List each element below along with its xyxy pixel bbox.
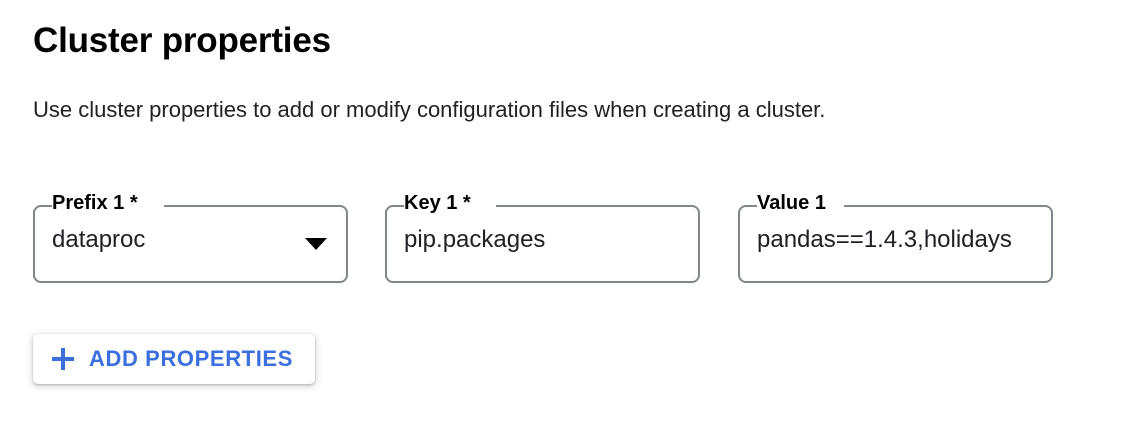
value-1-label: Value 1 (757, 192, 826, 214)
chevron-down-icon[interactable] (305, 238, 327, 250)
key-1-input[interactable]: pip.packages (404, 226, 546, 253)
add-properties-button[interactable]: ADD PROPERTIES (33, 334, 315, 384)
key-1-label: Key 1 * (404, 192, 471, 214)
add-properties-label: ADD PROPERTIES (89, 346, 293, 371)
page-title: Cluster properties (33, 21, 331, 60)
prefix-1-value[interactable]: dataproc (52, 226, 146, 253)
prefix-1-label: Prefix 1 * (52, 192, 138, 214)
plus-icon (51, 347, 75, 371)
key-1-label-notch (404, 203, 496, 207)
prefix-1-label-notch (52, 203, 164, 207)
value-1-input[interactable]: pandas==1.4.3,holidays (757, 226, 1012, 253)
prefix-1-field[interactable]: Prefix 1 * dataproc (33, 192, 348, 283)
page-description: Use cluster properties to add or modify … (33, 97, 826, 122)
value-1-label-notch (757, 203, 844, 207)
value-1-field[interactable]: Value 1 pandas==1.4.3,holidays (738, 192, 1053, 283)
key-1-field[interactable]: Key 1 * pip.packages (385, 192, 700, 283)
